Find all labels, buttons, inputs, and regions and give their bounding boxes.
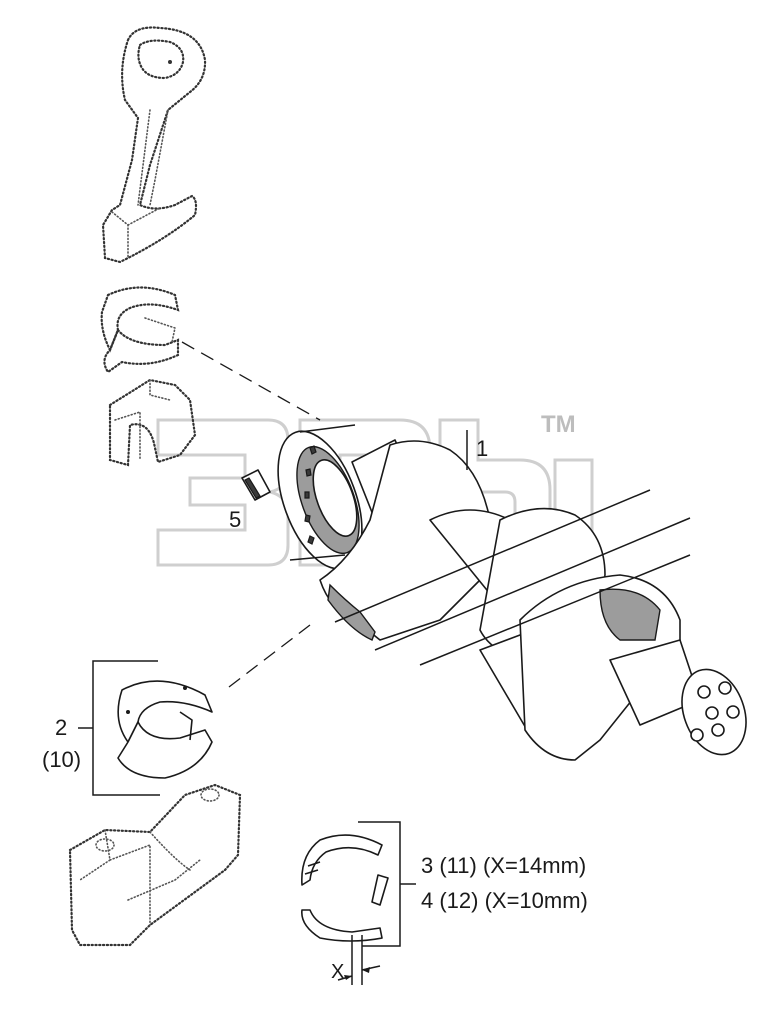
dimension-x-label: X	[331, 961, 345, 983]
rod-bearing-upper-icon	[100, 286, 180, 374]
dowel-pin-icon	[241, 469, 271, 501]
thrust-washer-icon	[301, 834, 389, 942]
main-bearing-cap-icon	[68, 783, 242, 947]
watermark-trademark: TM	[541, 411, 576, 438]
connecting-rod-icon	[101, 26, 207, 264]
callout-4: 4 (12) (X=10mm)	[421, 888, 588, 913]
callout-2: 2	[55, 715, 68, 740]
callout-3: 3 (11) (X=14mm)	[421, 853, 587, 878]
callout-1: 1	[476, 436, 489, 461]
callout-10: (10)	[42, 747, 82, 772]
assembly-axis-upper	[181, 341, 321, 421]
callout-5: 5	[229, 507, 242, 532]
dimension-x-lines	[337, 935, 381, 985]
crankshaft-icon	[277, 424, 747, 761]
rod-cap-icon	[108, 378, 197, 467]
main-bearing-shell-icon	[117, 680, 213, 779]
assembly-axis-lower	[224, 624, 311, 691]
